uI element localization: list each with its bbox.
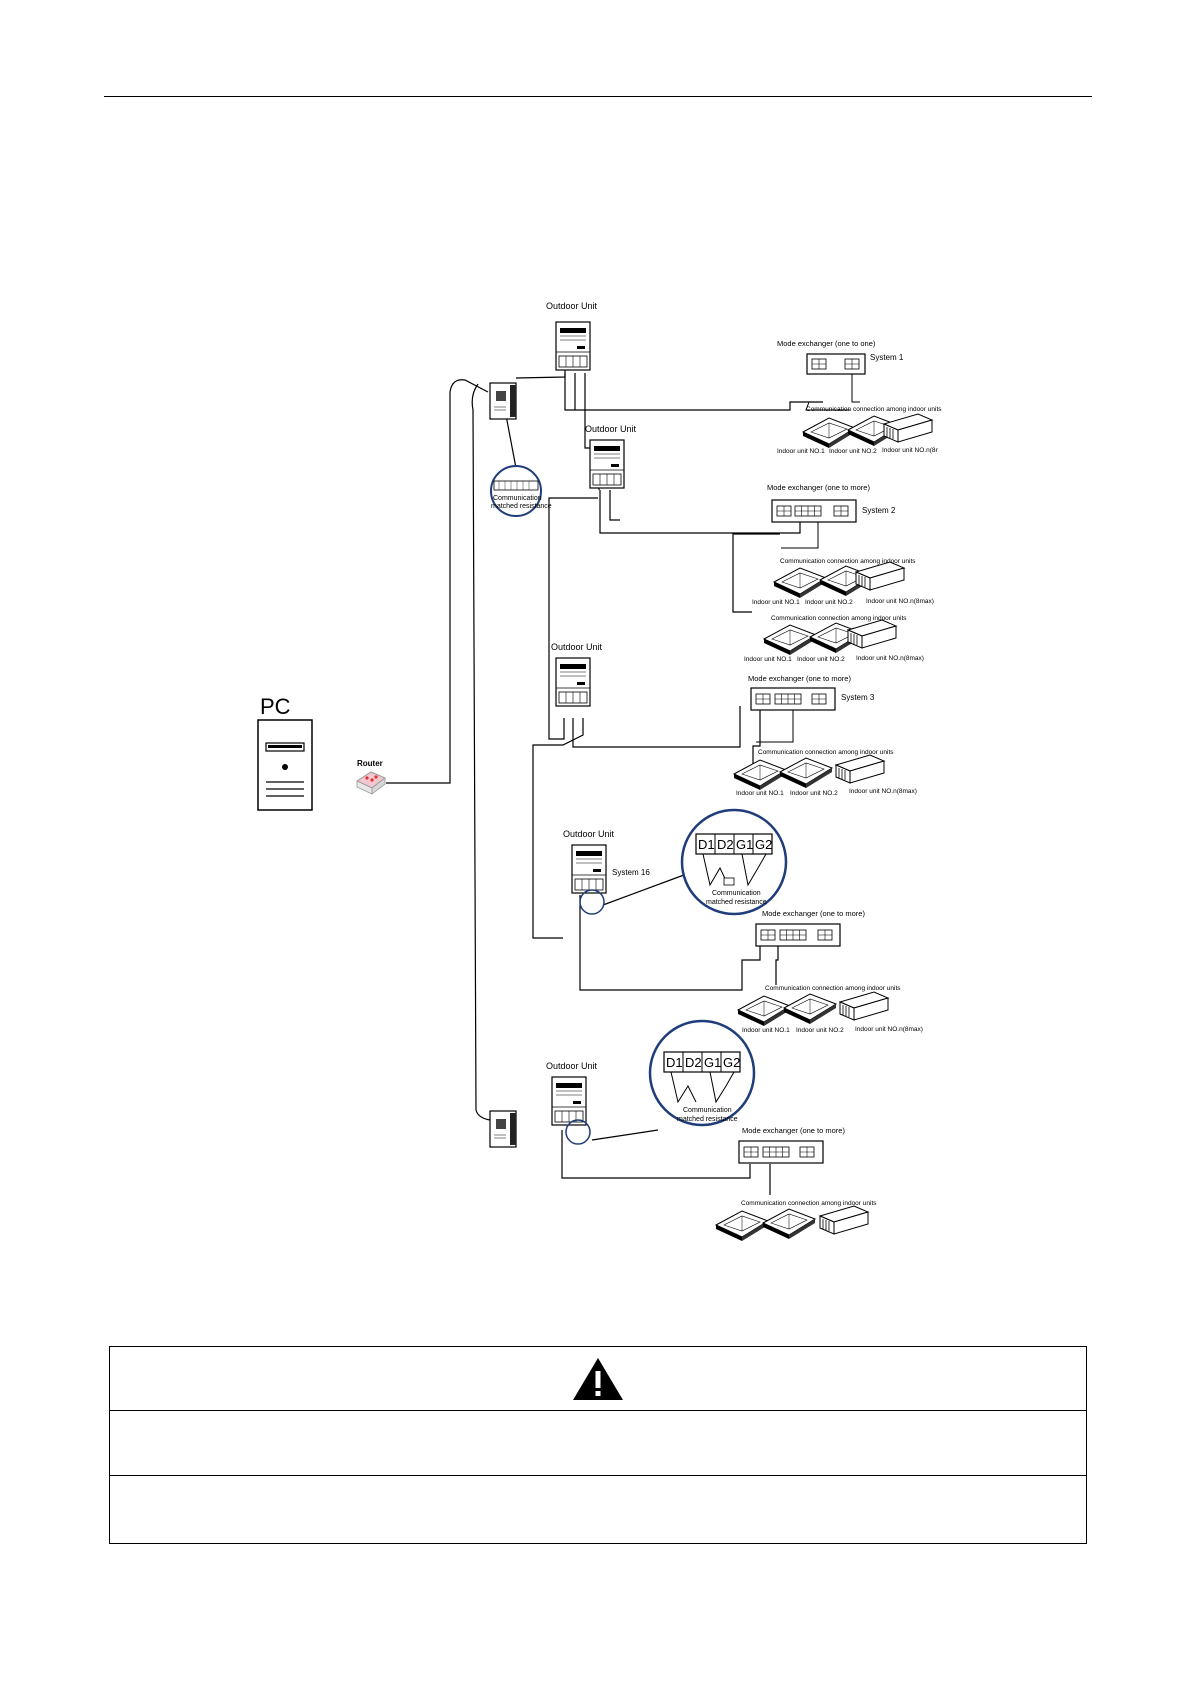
indoor-unit-label: Indoor unit NO.1 <box>742 1027 790 1034</box>
duct-unit-icon <box>839 991 889 1021</box>
router: Router <box>355 759 386 795</box>
indoor-unit-label: Indoor unit NO.2 <box>805 599 853 606</box>
indoor-unit-label: Indoor unit NO.2 <box>797 656 845 663</box>
indoor-unit-label: Indoor unit NO.2 <box>790 790 838 797</box>
warning-row <box>110 1476 1086 1543</box>
mode-exchanger-label: Mode exchanger (one to more) <box>767 483 870 492</box>
indoor-unit-label: Indoor unit NO.n(8max) <box>866 598 934 605</box>
cassette-unit-icon <box>762 1208 816 1240</box>
system-label: System 16 <box>612 868 650 877</box>
matched-resistance-large: D1 D2 G1 G2 Communication matched resist… <box>680 808 788 916</box>
outdoor-unit-label: Outdoor Unit <box>563 829 615 839</box>
communication-wiring <box>386 370 823 1195</box>
outdoor-unit-icon <box>571 844 607 894</box>
system-3: Outdoor Unit Mode exchanger (one to more… <box>551 642 917 797</box>
cassette-unit-icon <box>737 995 791 1027</box>
indoor-unit-label: Indoor unit NO.1 <box>744 656 792 663</box>
pc: PC <box>257 694 313 811</box>
system-2: Outdoor Unit Mode exchanger (one to more… <box>585 424 934 663</box>
terminal-d2: D2 <box>685 1055 702 1070</box>
warning-header <box>110 1347 1086 1411</box>
indoor-unit-label: Indoor unit NO.2 <box>829 448 877 455</box>
cassette-unit-icon <box>715 1210 769 1242</box>
comm-label: Communication connection among indoor un… <box>806 406 942 413</box>
comm-label: Communication connection among indoor un… <box>780 558 916 565</box>
duct-unit-icon <box>855 561 905 591</box>
system-label: System 2 <box>862 506 896 515</box>
outdoor-unit-label: Outdoor Unit <box>585 424 637 434</box>
warning-table <box>109 1346 1087 1544</box>
warning-row <box>110 1411 1086 1476</box>
indoor-unit-label: Indoor unit NO.n(8max) <box>849 788 917 795</box>
system-1: Outdoor Unit Mode exchanger (one to one)… <box>546 301 942 455</box>
small-res-label-2: matched resistance <box>491 503 552 510</box>
cassette-unit-icon <box>802 417 856 449</box>
matched-resistance-large: D1 D2 G1 G2 Communication matched resist… <box>648 1019 756 1127</box>
cassette-unit-icon <box>763 624 817 656</box>
terminal-g2: G2 <box>723 1055 740 1070</box>
terminal-g1: G1 <box>736 837 753 852</box>
warning-icon <box>573 1357 623 1400</box>
cassette-unit-icon <box>733 759 787 791</box>
resistance-label-2: matched resistance <box>706 899 767 906</box>
mode-exchanger-label: Mode exchanger (one to more) <box>762 909 865 918</box>
indoor-unit-label: Indoor unit NO.1 <box>752 599 800 606</box>
cassette-unit-icon <box>783 993 837 1025</box>
outdoor-unit-label: Outdoor Unit <box>551 642 603 652</box>
outdoor-unit-label: Outdoor Unit <box>546 301 598 311</box>
terminal-d1: D1 <box>666 1055 683 1070</box>
outdoor-unit-label: Outdoor Unit <box>546 1061 598 1071</box>
pc-label: PC <box>260 694 291 719</box>
indoor-unit-label: Indoor unit NO.1 <box>777 448 825 455</box>
comm-label: Communication connection among indoor un… <box>741 1200 877 1207</box>
matched-resistance-small: Communication matched resistance <box>490 465 552 517</box>
indoor-unit-label: Indoor unit NO.1 <box>736 790 784 797</box>
small-res-label-1: Communication <box>493 495 542 502</box>
system-16: Outdoor Unit System 16 D1 D2 G1 G2 Commu… <box>563 808 923 1034</box>
system-label: System 3 <box>841 693 875 702</box>
system-label: System 1 <box>870 353 904 362</box>
indoor-unit-label: Indoor unit NO.n(8r <box>882 447 938 454</box>
resistance-label-1: Communication <box>683 1107 732 1114</box>
duct-unit-icon <box>819 1205 869 1235</box>
terminal-d1: D1 <box>698 837 715 852</box>
resistance-label-2: matched resistance <box>677 1116 738 1123</box>
system-n: Outdoor Unit D1 D2 G1 G2 Communication m… <box>546 1019 877 1242</box>
duct-unit-icon <box>847 619 897 649</box>
cassette-unit-icon <box>773 567 827 599</box>
indoor-unit-label: Indoor unit NO.2 <box>796 1027 844 1034</box>
outdoor-unit-icon <box>555 657 591 707</box>
duct-unit-icon <box>883 413 933 443</box>
mode-exchanger-label: Mode exchanger (one to more) <box>742 1126 845 1135</box>
duct-unit-icon <box>835 754 885 784</box>
router-label: Router <box>357 759 383 768</box>
converter-bottom-icon <box>489 1110 517 1148</box>
comm-label-2: Communication connection among indoor un… <box>771 615 907 622</box>
outdoor-unit-icon <box>551 1076 587 1126</box>
indoor-unit-label: Indoor unit NO.n(8max) <box>855 1026 923 1033</box>
indoor-unit-label: Indoor unit NO.n(8max) <box>856 655 924 662</box>
comm-label: Communication connection among indoor un… <box>758 749 894 756</box>
terminal-g1: G1 <box>704 1055 721 1070</box>
converter-top-icon <box>489 382 517 420</box>
comm-label: Communication connection among indoor un… <box>765 985 901 992</box>
mode-exchanger-label: Mode exchanger (one to one) <box>777 339 876 348</box>
outdoor-unit-icon <box>555 321 591 371</box>
mode-exchanger-label: Mode exchanger (one to more) <box>748 674 851 683</box>
outdoor-unit-icon <box>589 439 625 489</box>
terminal-g2: G2 <box>755 837 772 852</box>
cassette-unit-icon <box>779 757 833 789</box>
terminal-d2: D2 <box>717 837 734 852</box>
resistance-label-1: Communication <box>712 890 761 897</box>
header-rule <box>104 96 1092 97</box>
